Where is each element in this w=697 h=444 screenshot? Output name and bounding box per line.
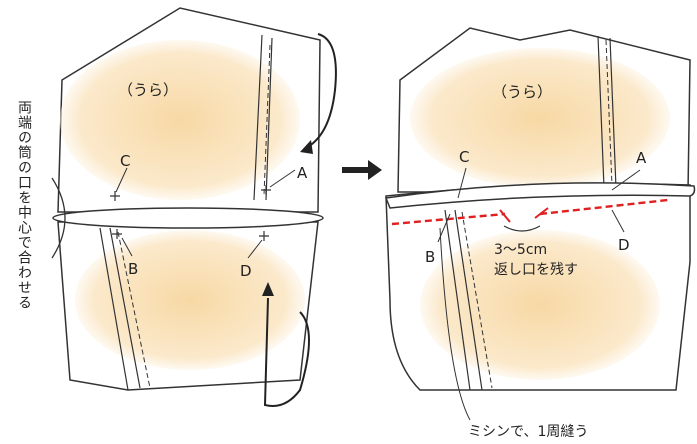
right-label-d: D (618, 236, 630, 254)
opening-marker-right (534, 207, 549, 219)
left-label-c: C (120, 152, 130, 170)
opening-marker-left (499, 209, 511, 223)
left-label-d: D (240, 262, 252, 280)
right-lower-shading (420, 230, 660, 380)
left-ura-label: （うら） (118, 81, 178, 99)
right-figure (384, 27, 696, 421)
left-cross-marks (110, 185, 271, 241)
sew-note-label: ミシンで、1周縫う (468, 424, 588, 440)
left-upper-shading (60, 40, 300, 200)
right-lower-seam (444, 209, 483, 391)
arrow-top-curve (305, 33, 337, 149)
arrow-bottom-head (262, 282, 274, 296)
left-figure (51, 7, 337, 407)
right-ura-label: （うら） (492, 83, 552, 101)
right-band-rim (384, 182, 696, 209)
arrow-top-head (300, 140, 313, 154)
side-note: 両端の筒の口を中心で合わせる (16, 100, 32, 310)
left-lower-shading (75, 230, 305, 370)
right-label-c: C (459, 148, 469, 166)
right-upper-shading (410, 48, 670, 188)
left-lower-seam (99, 227, 141, 391)
stitch-line-left (391, 212, 506, 226)
left-tube-ring (52, 207, 324, 229)
left-label-b: B (128, 260, 138, 278)
right-upper-seam (597, 35, 617, 189)
left-label-a: A (297, 164, 308, 182)
opening-bracket (503, 225, 541, 232)
left-leaders (115, 167, 296, 259)
opening-note-label: 返し口を残す (494, 262, 578, 278)
right-label-b: B (425, 248, 435, 266)
right-label-a: A (636, 149, 647, 167)
transition-arrow (342, 160, 382, 180)
left-upper-seam (253, 34, 273, 201)
arrow-bottom-curve (263, 297, 310, 407)
left-side-bracket (51, 177, 66, 259)
opening-size-label: 3〜5cm (494, 242, 547, 258)
right-leaders (437, 167, 641, 421)
